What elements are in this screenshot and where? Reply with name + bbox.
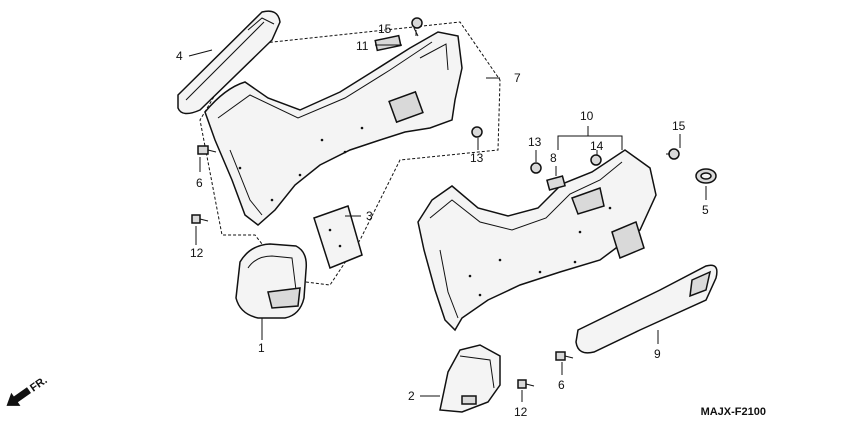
screw-part-6-left <box>197 145 217 155</box>
nut-part-13-right <box>530 162 542 174</box>
nut-part-14 <box>590 154 602 166</box>
callout-11: 11 <box>356 39 369 53</box>
callout-14: 14 <box>590 139 604 153</box>
pocket-part-1 <box>235 243 308 319</box>
callout-1: 1 <box>258 341 265 355</box>
callout-9: 9 <box>654 347 661 361</box>
plate-part-3 <box>313 205 363 269</box>
trim-strip-part-4 <box>177 10 281 115</box>
front-label: FR. <box>28 374 49 394</box>
callout-labels: 4 15 11 7 6 3 12 1 13 10 13 8 14 15 5 9 … <box>176 22 709 419</box>
callout-10: 10 <box>580 109 594 123</box>
callout-15-right: 15 <box>672 119 686 133</box>
trim-strip-part-9 <box>575 264 718 354</box>
front-direction-indicator: FR. <box>6 374 50 406</box>
screw-part-6-lower <box>555 351 574 361</box>
pad-part-8 <box>546 175 566 191</box>
front-arrow-icon <box>6 387 31 406</box>
nut-part-13-middle <box>471 126 483 138</box>
callout-3: 3 <box>366 209 373 223</box>
callout-15-upper: 15 <box>378 22 392 36</box>
callout-12-left: 12 <box>190 246 204 260</box>
screw-part-12-lower <box>517 379 535 389</box>
callout-7: 7 <box>514 71 521 85</box>
screw-part-12-left <box>191 214 209 224</box>
leader-lines <box>188 30 707 402</box>
callout-12-lower: 12 <box>514 405 528 419</box>
callout-5: 5 <box>702 203 709 217</box>
diagram-code: MAJX-F2100 <box>701 406 766 418</box>
bracket-part-2 <box>439 344 501 413</box>
pad-part-11 <box>374 34 402 52</box>
main-panel-part-10 <box>417 149 657 332</box>
callout-13-middle: 13 <box>470 151 484 165</box>
clip-part-15-upper <box>411 17 423 37</box>
inner-panel-part-7 <box>204 31 463 226</box>
grommet-part-5 <box>695 168 717 184</box>
callout-4: 4 <box>176 49 183 63</box>
callout-6-left: 6 <box>196 176 203 190</box>
callout-8: 8 <box>550 151 557 165</box>
callout-13-right: 13 <box>528 135 542 149</box>
callout-6-lower: 6 <box>558 378 565 392</box>
callout-2: 2 <box>408 389 415 403</box>
clip-part-15-right <box>666 148 680 160</box>
